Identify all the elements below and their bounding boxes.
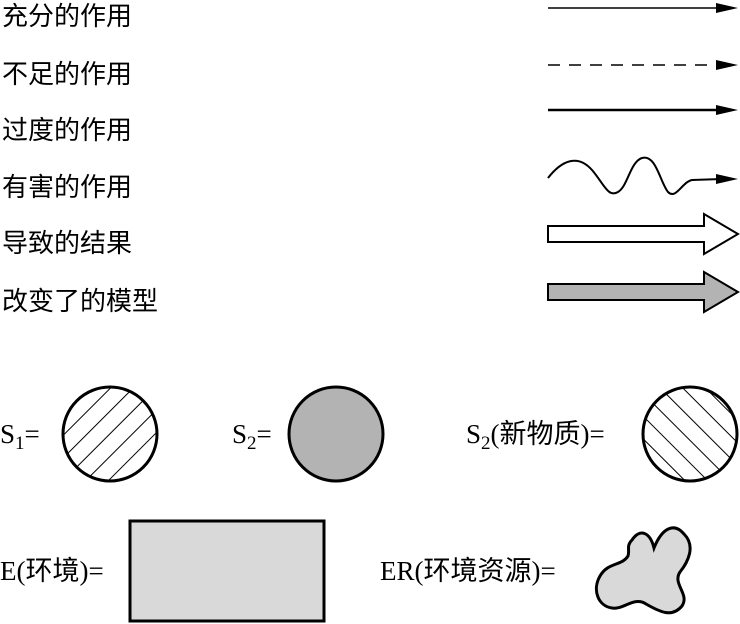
s2-gray-circle xyxy=(287,385,385,483)
s1-hatched-circle xyxy=(61,385,159,483)
legend-label-result: 导致的结果 xyxy=(2,229,132,259)
legend-label-changed-model: 改变了的模型 xyxy=(2,287,158,317)
s1-label: S1= xyxy=(0,419,40,454)
environment-label: E(环境)= xyxy=(0,556,104,586)
dashed-arrow-icon xyxy=(548,60,738,70)
legend-label-excessive: 过度的作用 xyxy=(2,116,132,146)
s2-new-hatched-circle xyxy=(641,385,739,483)
environment-resource-label: ER(环境资源)= xyxy=(380,556,556,586)
gray-block-arrow-icon xyxy=(547,270,740,314)
environment-resource-blob xyxy=(595,526,692,615)
s2-new-label: S2(新物质)= xyxy=(466,419,605,454)
hollow-block-arrow-icon xyxy=(547,212,740,256)
legend-label-sufficient: 充分的作用 xyxy=(2,2,132,32)
s2-label: S2= xyxy=(232,419,272,454)
wavy-arrow-icon xyxy=(547,156,738,195)
solid-arrow-icon xyxy=(548,3,738,13)
environment-rectangle xyxy=(128,519,326,623)
legend-label-harmful: 有害的作用 xyxy=(2,173,132,203)
legend-label-insufficient: 不足的作用 xyxy=(2,60,132,90)
thick-arrow-icon xyxy=(548,105,738,115)
